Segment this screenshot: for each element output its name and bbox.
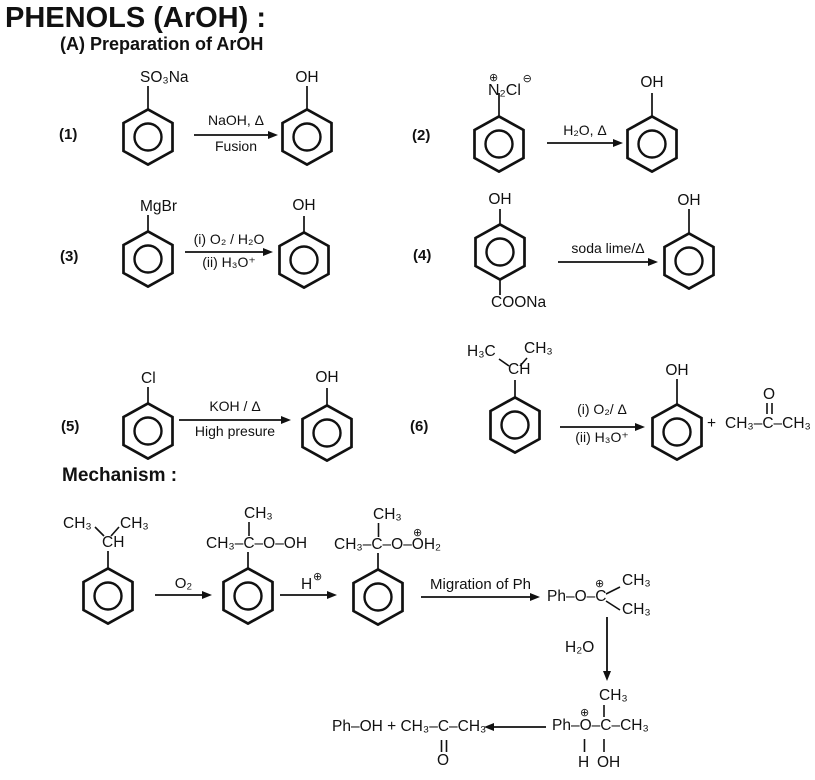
r1-substituent-label: SO₃Na bbox=[140, 69, 189, 86]
mech-protonated-methyl-top: CH₃ bbox=[373, 506, 402, 523]
cation-bond-bottom bbox=[605, 600, 621, 611]
r6-product-benzene-ring bbox=[650, 379, 704, 461]
mech-cumene-methyl-right: CH₃ bbox=[120, 515, 149, 532]
mech-step1-arrow bbox=[155, 588, 212, 602]
r6-reaction-arrow bbox=[560, 420, 645, 434]
r4-reaction-arrow bbox=[558, 255, 658, 269]
mech-step3-arrow bbox=[421, 590, 540, 604]
reaction-4-number: (4) bbox=[413, 247, 432, 264]
r2-reactant-benzene-ring bbox=[472, 93, 526, 173]
mech-cation-methyl-bottom: CH₃ bbox=[622, 601, 651, 618]
mech-final-methyl-top: CH₃ bbox=[599, 687, 628, 704]
mech-final-oh-label: OH bbox=[597, 754, 621, 771]
plus-charge-icon: ⊕ bbox=[595, 578, 605, 590]
r1-reaction-arrow bbox=[194, 128, 278, 142]
r4-product-benzene-ring bbox=[662, 209, 716, 290]
r2-reactant-formula: N₂Cl bbox=[488, 82, 521, 99]
mech-step1-label: O₂ bbox=[174, 575, 193, 592]
plus-charge-icon: ⊕ bbox=[489, 72, 499, 84]
r4-top-substituent-label: OH bbox=[488, 191, 512, 208]
reaction-5-number: (5) bbox=[61, 418, 80, 435]
r3-reaction-arrow bbox=[185, 245, 273, 259]
mech-step4-label: H₂O bbox=[565, 639, 595, 656]
reaction-1-number: (1) bbox=[59, 126, 78, 143]
r2-diazonium-label: ⊕ N₂Cl ⊖ bbox=[488, 73, 532, 100]
r4-bottom-substituent-label: COONa bbox=[491, 294, 547, 311]
r3-condition-below: (ii) H₃O⁺ bbox=[202, 254, 256, 270]
mech-cation-chain: Ph–O–C bbox=[547, 588, 607, 605]
mech-cumene-benzene-ring bbox=[81, 551, 135, 625]
r5-condition-above: KOH / Δ bbox=[209, 398, 261, 414]
mech-protonated-benzene-ring bbox=[351, 553, 405, 626]
r6-condition-above: (i) O₂/ Δ bbox=[577, 401, 627, 417]
r4-condition-above: soda lime/Δ bbox=[571, 240, 645, 256]
minus-charge-icon: ⊖ bbox=[522, 73, 532, 85]
r6-ch-label: CH bbox=[508, 361, 531, 378]
mech-final-h-label: H bbox=[578, 754, 590, 771]
reaction-2-number: (2) bbox=[412, 127, 431, 144]
r5-condition-below: High presure bbox=[194, 423, 276, 439]
mech-final-arrow bbox=[484, 720, 546, 734]
r6-plus-sign: + bbox=[707, 415, 717, 432]
plus-charge-icon: ⊕ bbox=[580, 707, 590, 719]
proton-label: H bbox=[301, 576, 313, 593]
r3-product-benzene-ring bbox=[277, 216, 331, 289]
r1-reactant-benzene-ring bbox=[121, 86, 175, 166]
mech-products-formula: Ph–OH + CH₃–C–CH₃ bbox=[332, 718, 487, 735]
r2-product-label: OH bbox=[640, 74, 664, 91]
r4-product-label: OH bbox=[677, 192, 701, 209]
mech-step2-label: H ⊕ bbox=[301, 572, 322, 593]
plus-charge-icon: ⊕ bbox=[312, 571, 323, 583]
r3-reactant-benzene-ring bbox=[121, 215, 175, 288]
mech-final-chain: Ph–O–C–CH₃ bbox=[552, 717, 649, 734]
r5-reaction-arrow bbox=[179, 413, 291, 427]
plus-charge-icon: ⊕ bbox=[413, 527, 423, 539]
mech-products-oxygen: O bbox=[437, 752, 450, 769]
r6-reactant-benzene-ring bbox=[488, 380, 542, 454]
r6-methyl-right-label: CH₃ bbox=[524, 340, 553, 357]
r5-product-label: OH bbox=[315, 369, 339, 386]
r1-product-label: OH bbox=[295, 69, 319, 86]
r6-condition-below: (ii) H₃O⁺ bbox=[575, 429, 629, 445]
mech-step3-label: Migration of Ph bbox=[430, 576, 531, 593]
r6-methyl-left-label: H₃C bbox=[467, 343, 496, 360]
mech-cumene-methyl-left: CH₃ bbox=[63, 515, 92, 532]
mechanism-heading: Mechanism : bbox=[62, 465, 178, 486]
mech-cation-methyl-top: CH₃ bbox=[622, 572, 651, 589]
mech-peroxide-chain: CH₃–C–O–OH bbox=[206, 535, 308, 552]
r2-reaction-arrow bbox=[547, 136, 623, 150]
r3-substituent-label: MgBr bbox=[140, 198, 178, 215]
r2-product-benzene-ring bbox=[625, 93, 679, 173]
r1-condition-below: Fusion bbox=[214, 138, 258, 154]
r3-condition-above: (i) O₂ / H₂O bbox=[193, 231, 265, 247]
section-heading: (A) Preparation of ArOH bbox=[60, 34, 264, 54]
r6-product-label: OH bbox=[665, 362, 689, 379]
reaction-6-number: (6) bbox=[410, 418, 429, 435]
mech-cumene-ch: CH bbox=[102, 534, 125, 551]
mech-step4-arrow bbox=[600, 617, 614, 681]
mech-protonated-chain: CH₃–C–O–OH₂ bbox=[334, 536, 442, 553]
mech-peroxide-methyl-top: CH₃ bbox=[244, 505, 273, 522]
r1-condition-above: NaOH, Δ bbox=[207, 112, 265, 128]
r5-product-benzene-ring bbox=[300, 388, 354, 462]
r5-reactant-benzene-ring bbox=[121, 387, 175, 460]
r3-product-label: OH bbox=[292, 197, 316, 214]
mech-peroxide-benzene-ring bbox=[221, 552, 275, 625]
reaction-3-number: (3) bbox=[60, 248, 79, 265]
r6-acetone-formula: CH₃–C–CH₃ bbox=[725, 415, 811, 432]
r1-product-benzene-ring bbox=[280, 86, 334, 166]
r5-substituent-label: Cl bbox=[141, 370, 156, 387]
r4-reactant-benzene-ring bbox=[473, 209, 527, 295]
page-title: PHENOLS (ArOH) : bbox=[5, 2, 266, 34]
r6-acetone-oxygen: O bbox=[763, 386, 776, 403]
r2-condition-above: H₂O, Δ bbox=[563, 122, 607, 138]
cation-bond-top bbox=[605, 586, 621, 595]
mech-step2-arrow bbox=[280, 588, 337, 602]
